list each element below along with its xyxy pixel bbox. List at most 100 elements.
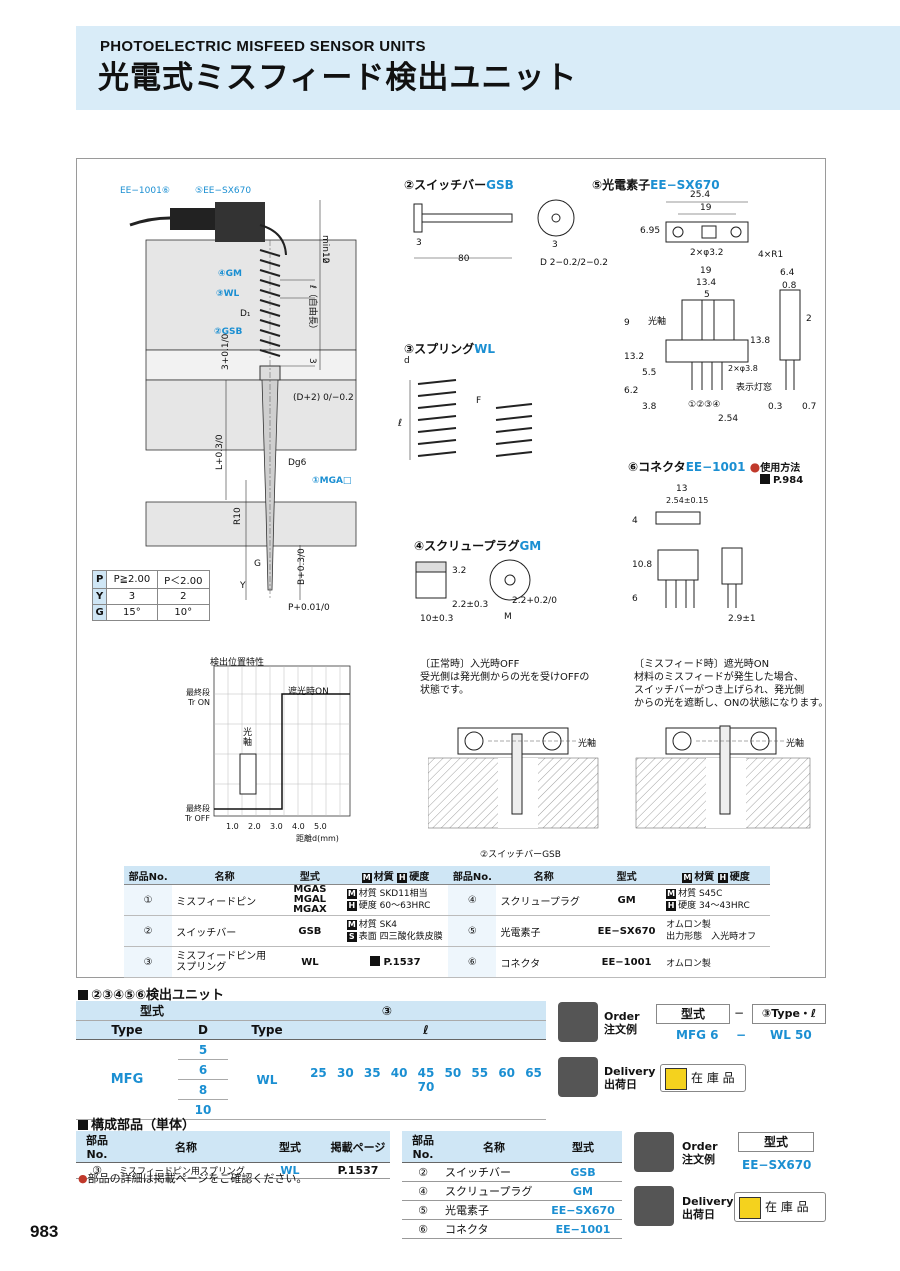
label-eesx670: ⑤EE−SX670 [195,186,252,196]
svg-text:R10: R10 [233,507,243,525]
label-ee1001: EE−1001⑥ [120,186,170,196]
svg-text:(D+2) 0/−0.2: (D+2) 0/−0.2 [293,393,354,403]
switchbar-callout: ②スイッチバーGSB [480,850,561,860]
sensor-dim-19b: 19 [700,266,712,276]
page-number: 983 [30,1222,59,1241]
sensor-dim-r1: 4×R1 [758,250,784,260]
spring-dim-l: ℓ [398,418,403,429]
svg-text:min12: min12 [320,235,330,263]
connector-title: ⑥コネクタEE−1001 ●使用方法 [628,460,801,474]
components-left-table: 部品No.名称型式掲載ページ ③ ミスフィードピン用スプリング WL P.153… [76,1131,390,1179]
sensor-dim-hole: 2×φ3.2 [690,248,724,258]
order-example-type: WL 50 [770,1028,812,1042]
graph-axis-label: 光軸 [243,728,253,748]
cross-axis-label-2: 光軸 [786,739,805,749]
label-d1: D₁ [240,309,251,319]
sensor-dim-132: 13.2 [624,352,645,362]
title-jp: 光電式ミスフィード検出ユニット [98,60,578,96]
screwplug-title: ④スクリュープラグGM [414,539,542,553]
unit-type-value: MFG [76,1039,178,1120]
note-normal: 〔正常時〕入光時OFF 受光側は発光側からの光を受けOFFの 状態です。 [420,659,590,696]
graph-xlabel: 距離d(mm) [296,834,339,843]
unit-table: 型式 ③ Type D Type ℓ MFG 5 WL 25 30 35 40 … [76,1001,546,1120]
note-misfeed: 〔ミスフィード時〕遮光時ON 材料のミスフィードが発生した場合、 スイッチバーが… [634,659,829,709]
stock-badge: 在 庫 品 [660,1064,746,1092]
order2-head-model: 型式 [738,1132,814,1152]
graph-xtick-1: 1.0 [226,822,239,831]
drawing-frame [76,158,826,978]
sensor-dim-64: 6.4 [780,268,795,278]
unit-l-values: 25 30 35 40 45 50 55 60 65 70 [306,1039,546,1120]
graph-title: 検出位置特性 [210,658,265,668]
cross-section-drawings [428,725,811,829]
sensor-pins: ①②③④ [688,400,721,410]
switchbar-dim-3b: 3 [552,240,558,250]
connector-dim-254: 2.54±0.15 [666,496,709,505]
stock-cube-icon [665,1067,687,1090]
graph-annotation: 遮光時ON [288,687,329,697]
svg-text:3: 3 [307,358,317,364]
sensor-dim-hole2: 2×φ3.8 [728,364,758,373]
delivery2-truck-icon [634,1186,674,1226]
label-gm: ④GM [218,269,242,279]
graph-xtick-5: 5.0 [314,822,327,831]
connector-dim-13: 13 [676,484,688,494]
unit-section-title: ②③④⑤⑥検出ユニット [78,984,224,1003]
svg-text:B+0.3/0: B+0.3/0 [297,548,307,585]
order2-phone-icon [634,1132,674,1172]
delivery-truck-icon [558,1057,598,1097]
connector-dim-6: 6 [632,594,638,604]
detection-graph [213,665,351,817]
order-example-model: MFG 6 [676,1028,719,1042]
order-phone-icon [558,1002,598,1042]
sensor-dim-08: 0.8 [782,281,797,291]
connector-dim-29: 2.9±1 [728,614,756,624]
svg-text:L+0.3/0: L+0.3/0 [215,434,225,470]
title-en: PHOTOELECTRIC MISFEED SENSOR UNITS [100,38,426,55]
svg-text:10: 10 [320,252,330,264]
spring-title: ③スプリングWL [404,342,496,356]
svg-text:ℓ（自由長）: ℓ（自由長） [307,284,319,334]
connector-dim-108: 10.8 [632,560,653,570]
switchbar-title: ②スイッチバーGSB [404,178,514,192]
graph-xtick-3: 3.0 [270,822,283,831]
svg-text:Dg6: Dg6 [288,458,307,468]
order2-example-model: EE−SX670 [742,1158,812,1172]
spring-dim-f: F [476,396,482,406]
graph-xtick-4: 4.0 [292,822,305,831]
sensor-dim-9: 9 [624,318,630,328]
sensor-dim-62: 6.2 [624,386,639,396]
screwplug-dim-22b: 2.2+0.2/0 [512,596,557,606]
order-head-model: 型式 [656,1004,730,1024]
order-dash: − [734,1006,745,1020]
screwplug-dim-m: M [504,612,512,622]
screwplug-dim-10: 10±0.3 [420,614,454,624]
sensor-dim-2: 2 [806,314,812,324]
label-mga: ①MGA□ [312,476,352,486]
stock2-cube-icon [739,1196,761,1219]
switchbar-dim-3: 3 [416,238,422,248]
graph-y-off: 最終段 Tr OFF [184,804,210,823]
connector-drawing [655,511,743,608]
sensor-window: 表示灯窓 [736,383,773,393]
label-wl: ③WL [216,289,240,299]
sensor-dim-03: 0.3 [768,402,783,412]
sensor-dim-55: 5.5 [642,368,657,378]
screwplug-dim-22: 2.2±0.3 [452,600,489,610]
sensor-drawing [665,201,801,390]
graph-y-on: 最終段 Tr ON [186,688,210,707]
sensor-title: ⑤光電素子EE−SX670 [592,178,720,192]
svg-text:G: G [254,559,261,569]
sensor-dim-134: 13.4 [696,278,717,288]
connector-dim-4: 4 [632,516,638,526]
cross-axis-label-1: 光軸 [578,739,597,749]
components-title: 構成部品（単体） [78,1114,195,1133]
switchbar-dim-d: D 2−0.2/2−0.2 [540,258,608,268]
